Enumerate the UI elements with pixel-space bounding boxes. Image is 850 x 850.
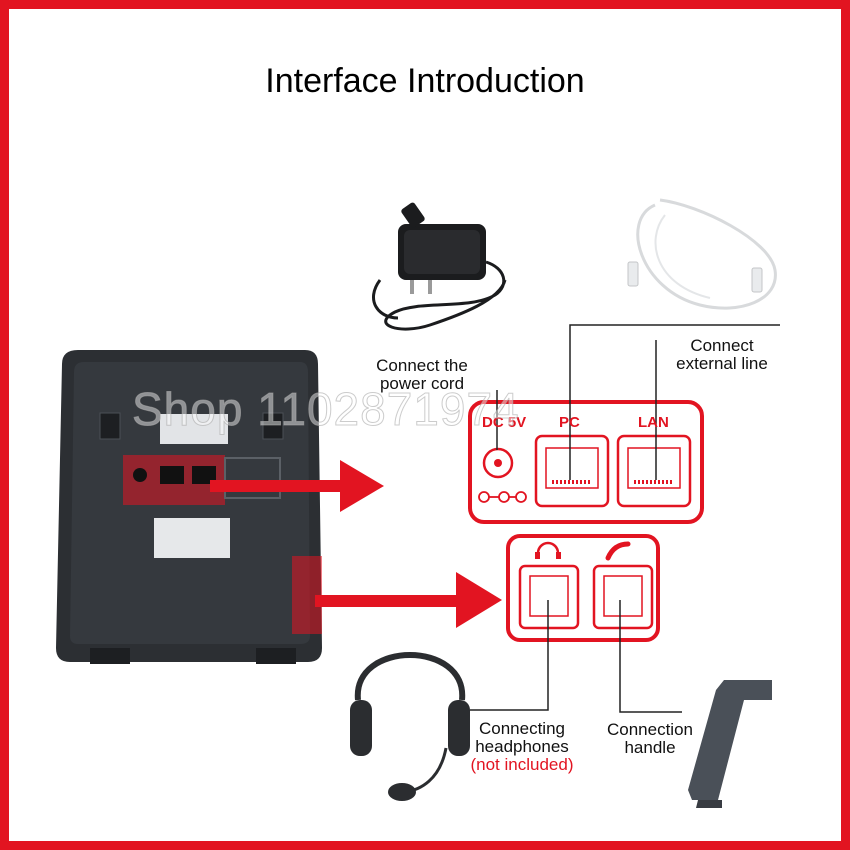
device-back [56, 350, 322, 664]
leader-lines [470, 324, 780, 713]
headphones-label: Connecting headphones (not included) [456, 720, 588, 774]
arrow-icon [315, 572, 502, 628]
power-cord-label: Connect the power cord [356, 357, 488, 393]
power-adapter-icon [372, 202, 507, 331]
not-included-note: (not included) [470, 755, 574, 774]
handle-label-line2: handle [624, 738, 676, 757]
handle-label: Connection handle [594, 721, 706, 757]
headset-port-icon [535, 541, 561, 559]
dc-port-label: DC 5V [482, 414, 527, 431]
power-cord-label-line1: Connect the [376, 356, 468, 375]
arrow-icon [210, 460, 384, 512]
ports-panel [468, 400, 704, 524]
external-line-label-line1: Connect [690, 336, 754, 355]
handset-icon [688, 680, 772, 808]
audio-ports-panel [506, 534, 660, 642]
handle-label-line1: Connection [606, 720, 693, 739]
external-line-label: Connect external line [660, 337, 784, 373]
phone-handset-port-icon [605, 541, 631, 561]
watermark: Shop 1102871974 [132, 383, 520, 436]
pc-port-label: PC [559, 414, 580, 431]
headphones-label-line2: headphones [475, 737, 569, 756]
external-line-label-line2: external line [676, 354, 768, 373]
power-cord-label-line2: power cord [379, 374, 465, 393]
lan-port-label: LAN [638, 414, 669, 431]
headphones-label-line1: Connecting [478, 719, 565, 738]
headset-icon [350, 652, 470, 801]
ethernet-cable-icon [627, 198, 777, 310]
page-title: Interface Introduction [265, 62, 585, 100]
